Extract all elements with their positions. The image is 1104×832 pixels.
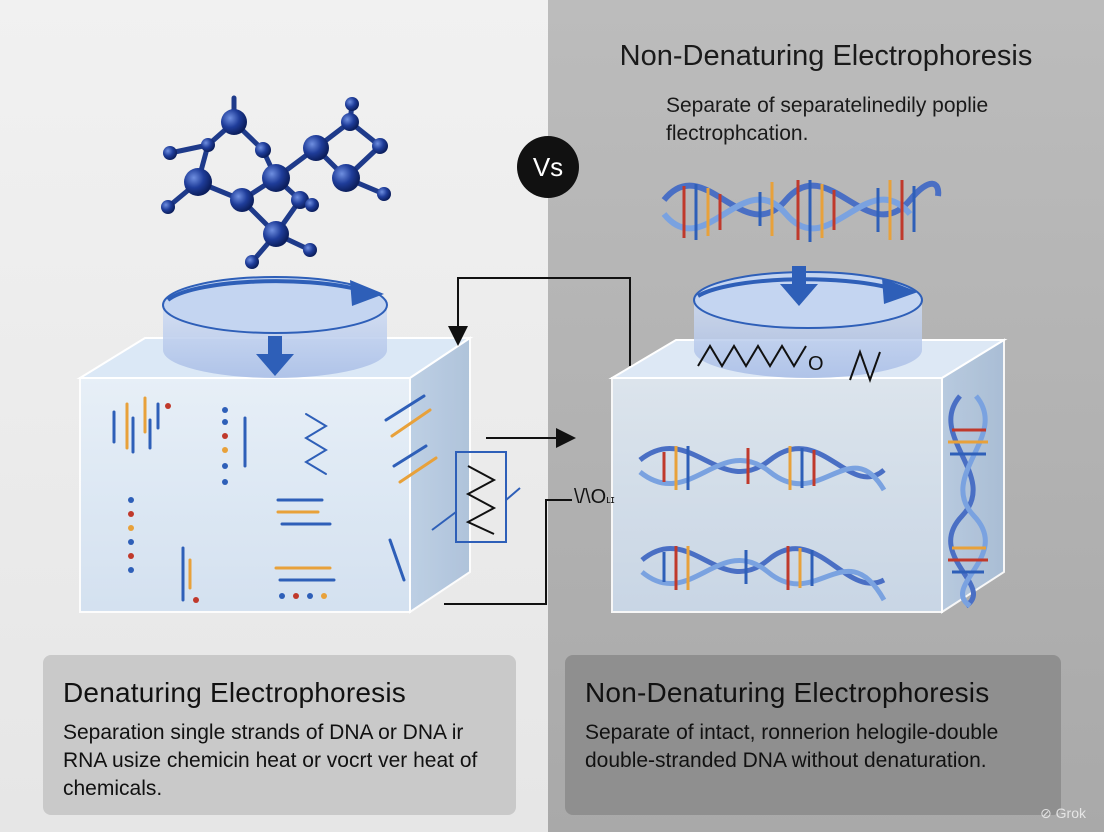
- vs-badge: Vs: [517, 136, 579, 198]
- dna-helix-gel-upper: [638, 445, 887, 492]
- right-description-card: Non-Denaturing Electrophoresis Separate …: [565, 655, 1061, 815]
- connector-lines: [444, 277, 631, 605]
- left-gel-bands: [112, 394, 438, 603]
- right-subtitle: Separate of separatelinedily poplie flec…: [666, 94, 989, 145]
- dna-helix-gel-lower: [640, 545, 887, 602]
- signal-label-mid-main: \/\O: [574, 486, 607, 508]
- left-card-title: Denaturing Electrophoresis: [63, 677, 406, 708]
- left-card-body: Separation single strands of DNA or DNA …: [63, 721, 478, 800]
- signal-label-right: O: [808, 353, 824, 375]
- signal-component: [431, 451, 521, 543]
- dna-helix-vertical: [948, 394, 988, 609]
- right-title: Non-Denaturing Electrophoresis: [619, 40, 1033, 72]
- watermark-icon: ⊘: [1040, 805, 1052, 821]
- dna-double-helix-top: [661, 180, 942, 242]
- watermark: ⊘ Grok: [1040, 805, 1086, 822]
- right-sample-well: [693, 266, 923, 383]
- watermark-text: Grok: [1055, 805, 1086, 821]
- molecule-atoms: [161, 97, 391, 269]
- signal-label-mid-small: ʟɪ: [606, 494, 615, 506]
- left-sample-well: [162, 276, 388, 378]
- left-description-card: Denaturing Electrophoresis Separation si…: [43, 655, 516, 815]
- right-card-body: Separate of intact, ronnerion helogile-d…: [585, 721, 999, 772]
- signal-label-mid: \/\Oʟɪ: [574, 486, 615, 509]
- right-gel-box: [608, 338, 1008, 614]
- right-card-title: Non-Denaturing Electrophoresis: [585, 677, 990, 708]
